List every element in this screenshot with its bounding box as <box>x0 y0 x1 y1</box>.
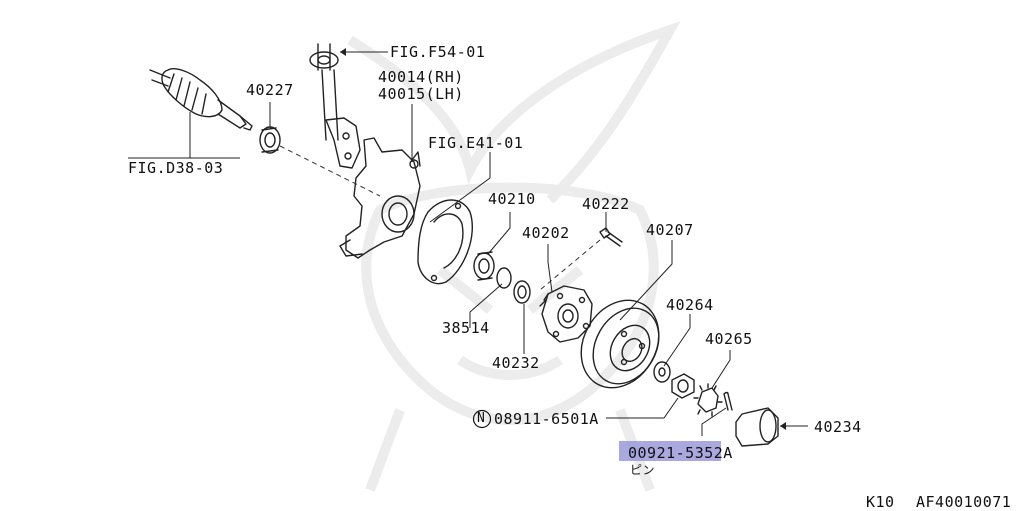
grease-cap-40234-part <box>735 407 779 447</box>
seal-40227-part <box>259 126 281 154</box>
rotor-40207-part <box>580 299 660 389</box>
label-40227[interactable]: 40227 <box>246 81 294 99</box>
steering-knuckle-part <box>339 137 421 259</box>
leader-arrow <box>340 48 346 56</box>
label-40232[interactable]: 40232 <box>492 354 540 372</box>
cotter-pin-part <box>723 391 733 411</box>
lock-cap-40265-part <box>693 383 723 417</box>
label-08911[interactable]: 08911-6501A <box>494 410 599 428</box>
watermark-emblem <box>347 21 681 492</box>
leader-arrow <box>780 422 786 430</box>
hub-40202-part <box>539 285 593 343</box>
label-40207[interactable]: 40207 <box>646 221 694 239</box>
label-fig-f54[interactable]: FIG.F54-01 <box>390 43 486 61</box>
label-40202[interactable]: 40202 <box>522 224 570 242</box>
label-fig-d38[interactable]: FIG.D38-03 <box>128 159 224 177</box>
label-38514[interactable]: 38514 <box>442 319 490 337</box>
seal-40232-part <box>513 280 531 304</box>
strut-part <box>309 43 361 169</box>
nut-marker-circle <box>472 409 492 429</box>
nut-08911-part <box>671 373 695 399</box>
label-40222[interactable]: 40222 <box>582 195 630 213</box>
selected-part-highlight <box>619 441 721 461</box>
bearing-40210-part <box>473 251 495 281</box>
dust-shield-part <box>417 199 474 285</box>
label-40210[interactable]: 40210 <box>488 190 536 208</box>
snap-ring-38514-part <box>496 267 512 289</box>
label-40265[interactable]: 40265 <box>705 330 753 348</box>
footer-code-left: K10 <box>866 493 895 511</box>
label-40264[interactable]: 40264 <box>666 296 714 314</box>
nut-marker-letter: N <box>477 411 486 426</box>
label-00921-sub: ピン <box>630 463 656 477</box>
drive-shaft-part <box>149 68 253 131</box>
washer-40264-part <box>653 361 671 383</box>
label-40015[interactable]: 40015(LH) <box>378 85 464 103</box>
footer-code-right: AF40010071 <box>916 493 1012 511</box>
label-40234[interactable]: 40234 <box>814 418 862 436</box>
label-fig-e41[interactable]: FIG.E41-01 <box>428 134 524 152</box>
bolt-40222-part <box>599 227 623 247</box>
label-40014[interactable]: 40014(RH) <box>378 68 464 86</box>
label-00921[interactable]: 00921-5352A <box>628 444 733 462</box>
